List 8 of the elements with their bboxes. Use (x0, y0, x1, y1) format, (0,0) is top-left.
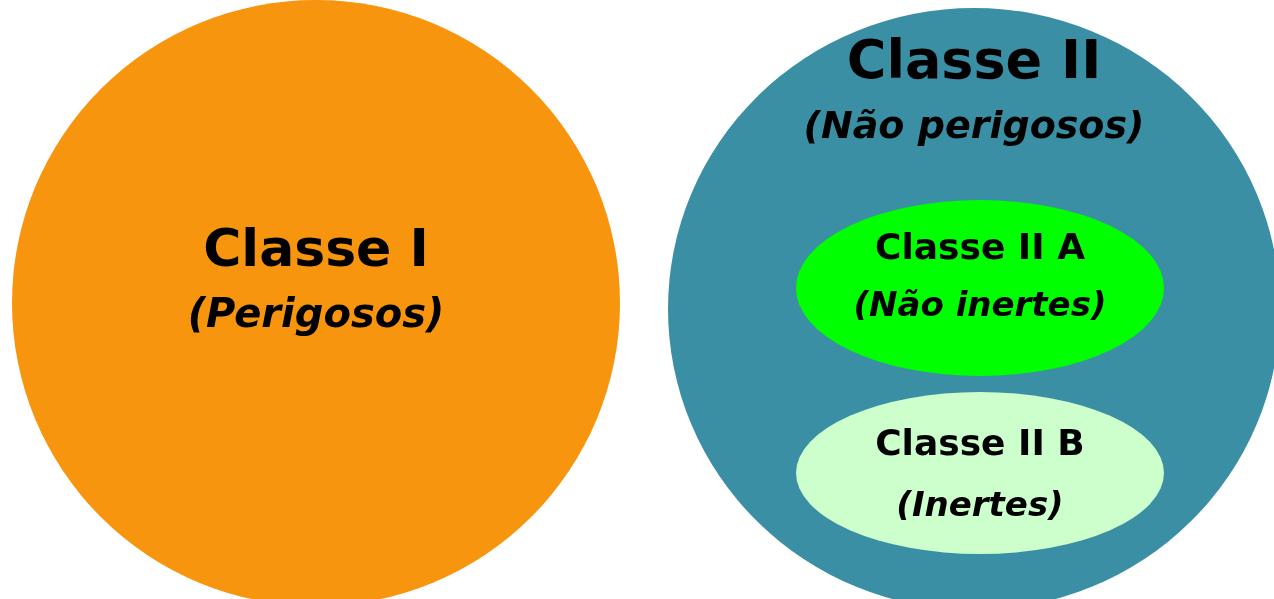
class-title: Classe II B (874, 422, 1086, 463)
class-title: Classe I (202, 218, 430, 278)
class-title: Classe II A (873, 226, 1086, 267)
class-title: Classe II (845, 28, 1103, 91)
class-description: (Inertes) (895, 484, 1065, 524)
class-description: (Não inertes) (852, 284, 1108, 324)
class-description: (Perigosos) (186, 290, 446, 336)
class-description: (Não perigosos) (802, 103, 1146, 147)
